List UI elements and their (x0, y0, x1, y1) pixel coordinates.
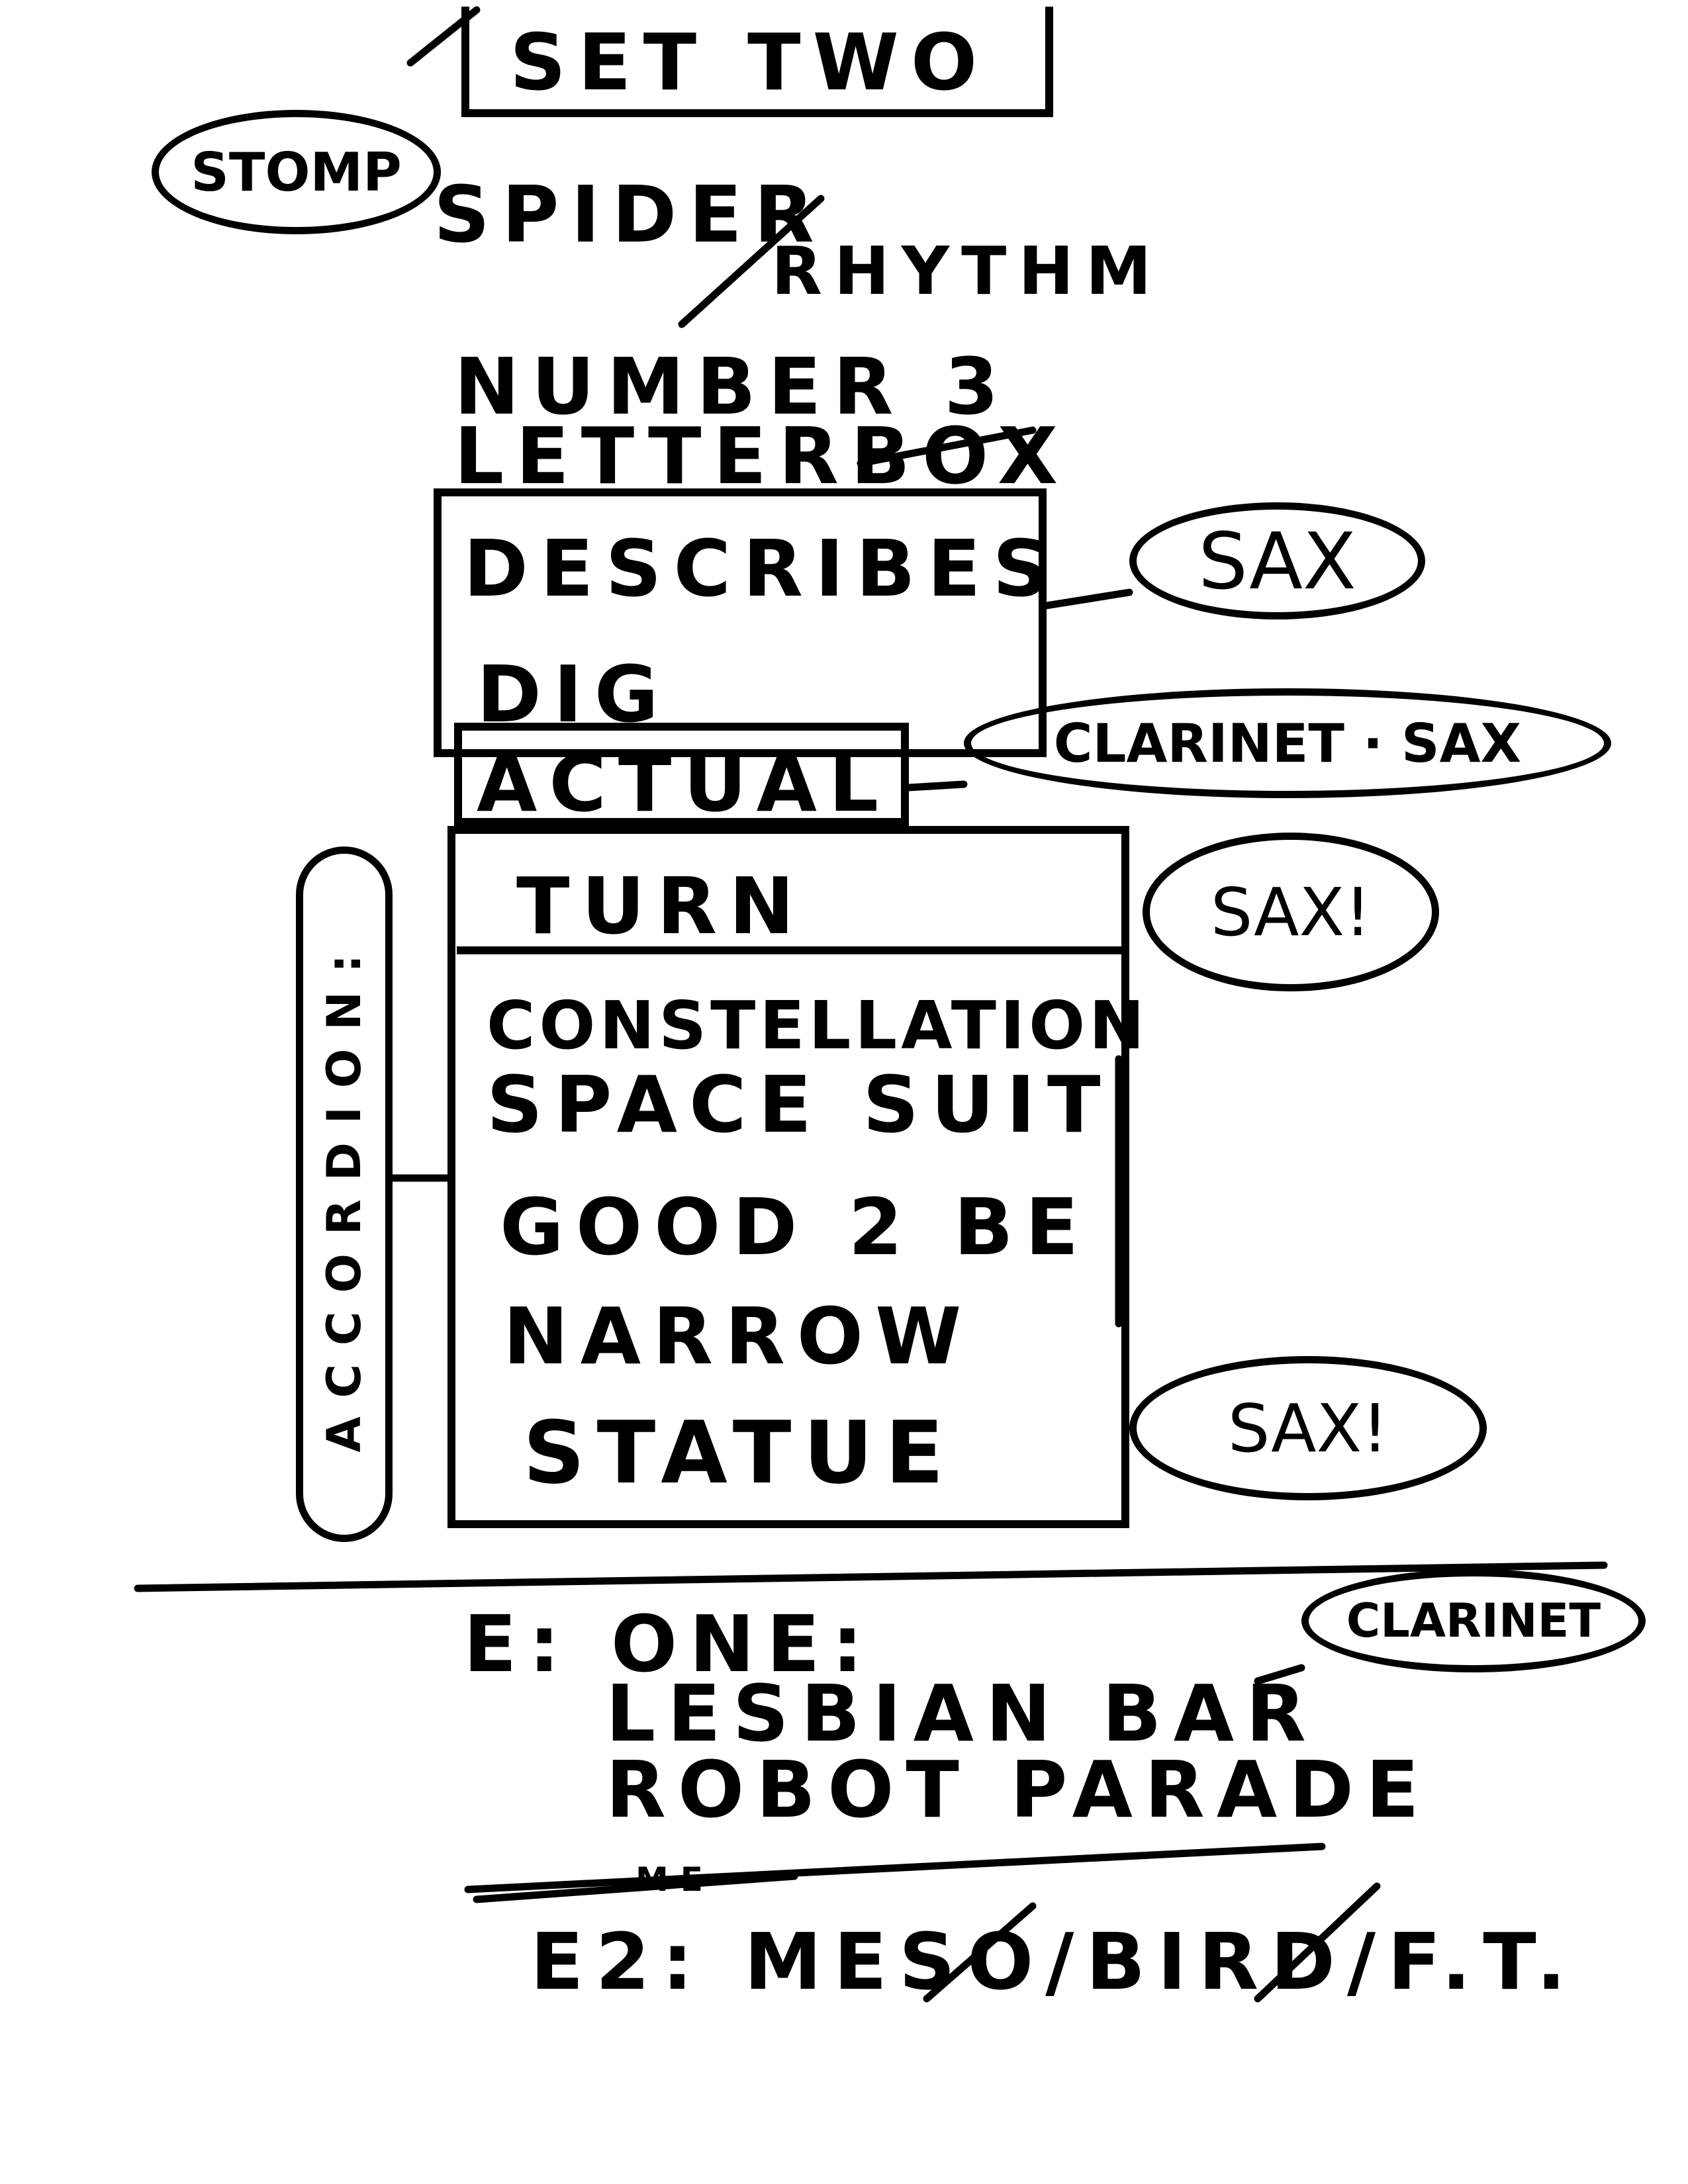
strike-scribble (473, 1872, 798, 1903)
song-letterbox: LETTERBOX (454, 410, 1070, 502)
song-dig: DIG (477, 649, 671, 740)
letterbox-underline (857, 426, 1037, 467)
song-spider: SPIDER (434, 169, 826, 260)
accordion-songs-box (447, 826, 1129, 1528)
sax-note-2: SAX! (1143, 833, 1439, 991)
song-lesbian-bar: LESBIAN BAR (606, 1668, 1318, 1759)
song-robot-parade: ROBOT PARADE (606, 1744, 1431, 1835)
slash-meso-bird (923, 1902, 1037, 2003)
sax-label: SAX! (1210, 873, 1372, 951)
song-statue: STATUE (523, 1402, 956, 1503)
slash-bird-ft (1254, 1882, 1381, 2003)
song-space-suit: SPACE SUIT (487, 1059, 1113, 1150)
clarinet-label: CLARINET (1346, 1594, 1601, 1648)
stomp-label: STOMP (191, 141, 402, 203)
song-describes: DESCRIBES (463, 523, 1061, 614)
title-box (461, 7, 1053, 117)
actual-box (454, 723, 909, 826)
connector-clarinet-sax (905, 780, 968, 792)
clarinet-note: CLARINET (1301, 1569, 1646, 1672)
clarinet-sax-note: CLARINET · SAX (964, 688, 1611, 798)
sax-note-3: SAX! (1129, 1356, 1487, 1500)
encore-two: E2: MESO/BIRD/F.T. (530, 1916, 1578, 2007)
connector-sax-1 (1043, 588, 1133, 610)
struck-text: ME (635, 1860, 715, 1899)
section-divider (134, 1561, 1608, 1592)
song-number-3: NUMBER 3 (454, 341, 1011, 432)
slash-spider-rhythm (678, 195, 825, 328)
clarinet-sax-label: CLARINET · SAX (1053, 712, 1522, 774)
song-turn: TURN (516, 860, 806, 952)
song-narrow: NARROW (503, 1291, 974, 1382)
song-constellation: CONSTELLATION (487, 987, 1149, 1064)
encore-one-label: E: ONE: (463, 1598, 875, 1690)
describes-dig-box (434, 488, 1047, 757)
strike-line (464, 1843, 1326, 1893)
turn-divider (457, 946, 1129, 954)
connector-clarinet (1254, 1664, 1305, 1685)
accordion-note: ACCORDION: (296, 846, 393, 1542)
song-good-2-be: GOOD 2 BE (500, 1181, 1091, 1273)
accordion-label: ACCORDION: (317, 936, 371, 1453)
set-title: SET TWO (510, 17, 990, 108)
sax-label: SAX (1198, 515, 1356, 607)
stomp-note: STOMP (152, 110, 441, 234)
sax-note-1: SAX (1129, 502, 1425, 619)
sax-label: SAX! (1227, 1389, 1389, 1467)
song-rhythm: RHYTHM (771, 232, 1164, 310)
song-actual: ACTUAL (477, 738, 891, 829)
